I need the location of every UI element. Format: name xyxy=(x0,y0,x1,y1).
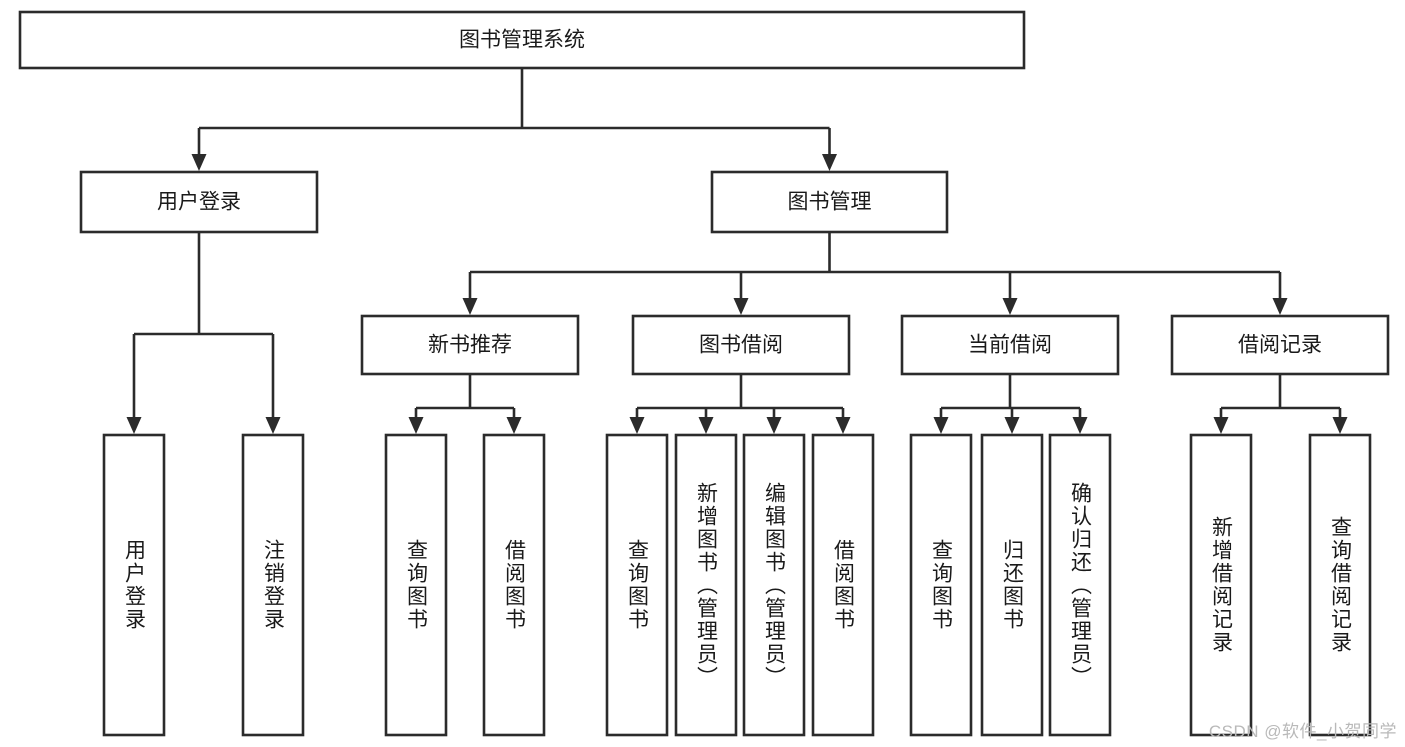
node-l1_0[interactable] xyxy=(79,170,319,234)
node-leaf_8[interactable] xyxy=(909,433,973,737)
node-box[interactable] xyxy=(1189,433,1253,737)
node-leaf_3[interactable] xyxy=(482,433,546,737)
node-box[interactable] xyxy=(631,314,851,376)
node-label: 图书管理系统 xyxy=(459,29,585,52)
node-box[interactable] xyxy=(605,433,669,737)
node-l2_0[interactable] xyxy=(360,314,580,376)
node-label: 当前借阅 xyxy=(968,334,1052,357)
csdn-watermark: CSDN @软件_小贺同学 xyxy=(1208,722,1397,741)
node-box[interactable] xyxy=(811,433,875,737)
node-leaf_12[interactable] xyxy=(1308,433,1372,737)
node-box[interactable] xyxy=(980,433,1044,737)
node-box[interactable] xyxy=(710,170,949,234)
node-leaf_9[interactable] xyxy=(980,433,1044,737)
node-root[interactable] xyxy=(18,10,1026,70)
node-label: 用户登录 xyxy=(157,191,241,214)
node-leaf_10[interactable] xyxy=(1048,433,1112,737)
node-l1_1[interactable] xyxy=(710,170,949,234)
node-l2_2[interactable] xyxy=(900,314,1120,376)
edge-layer xyxy=(126,68,1348,434)
node-leaf_11[interactable] xyxy=(1189,433,1253,737)
node-box[interactable] xyxy=(909,433,973,737)
node-label: 借阅记录 xyxy=(1238,334,1322,357)
node-box[interactable] xyxy=(1170,314,1390,376)
node-l2_3[interactable] xyxy=(1170,314,1390,376)
node-box[interactable] xyxy=(79,170,319,234)
node-leaf_0[interactable] xyxy=(102,433,166,737)
node-leaf_5[interactable] xyxy=(674,433,738,737)
node-box[interactable] xyxy=(1308,433,1372,737)
node-box[interactable] xyxy=(241,433,305,737)
node-layer xyxy=(18,10,1390,737)
node-box[interactable] xyxy=(742,433,806,737)
node-label: 图书借阅 xyxy=(699,334,783,357)
node-leaf_1[interactable] xyxy=(241,433,305,737)
node-box[interactable] xyxy=(360,314,580,376)
node-box[interactable] xyxy=(102,433,166,737)
node-box[interactable] xyxy=(18,10,1026,70)
node-box[interactable] xyxy=(674,433,738,737)
node-box[interactable] xyxy=(900,314,1120,376)
node-box[interactable] xyxy=(384,433,448,737)
node-leaf_4[interactable] xyxy=(605,433,669,737)
node-label: 新书推荐 xyxy=(428,334,512,357)
node-box[interactable] xyxy=(1048,433,1112,737)
node-label: 图书管理 xyxy=(788,191,872,214)
node-box[interactable] xyxy=(482,433,546,737)
node-l2_1[interactable] xyxy=(631,314,851,376)
node-leaf_6[interactable] xyxy=(742,433,806,737)
node-leaf_7[interactable] xyxy=(811,433,875,737)
node-leaf_2[interactable] xyxy=(384,433,448,737)
